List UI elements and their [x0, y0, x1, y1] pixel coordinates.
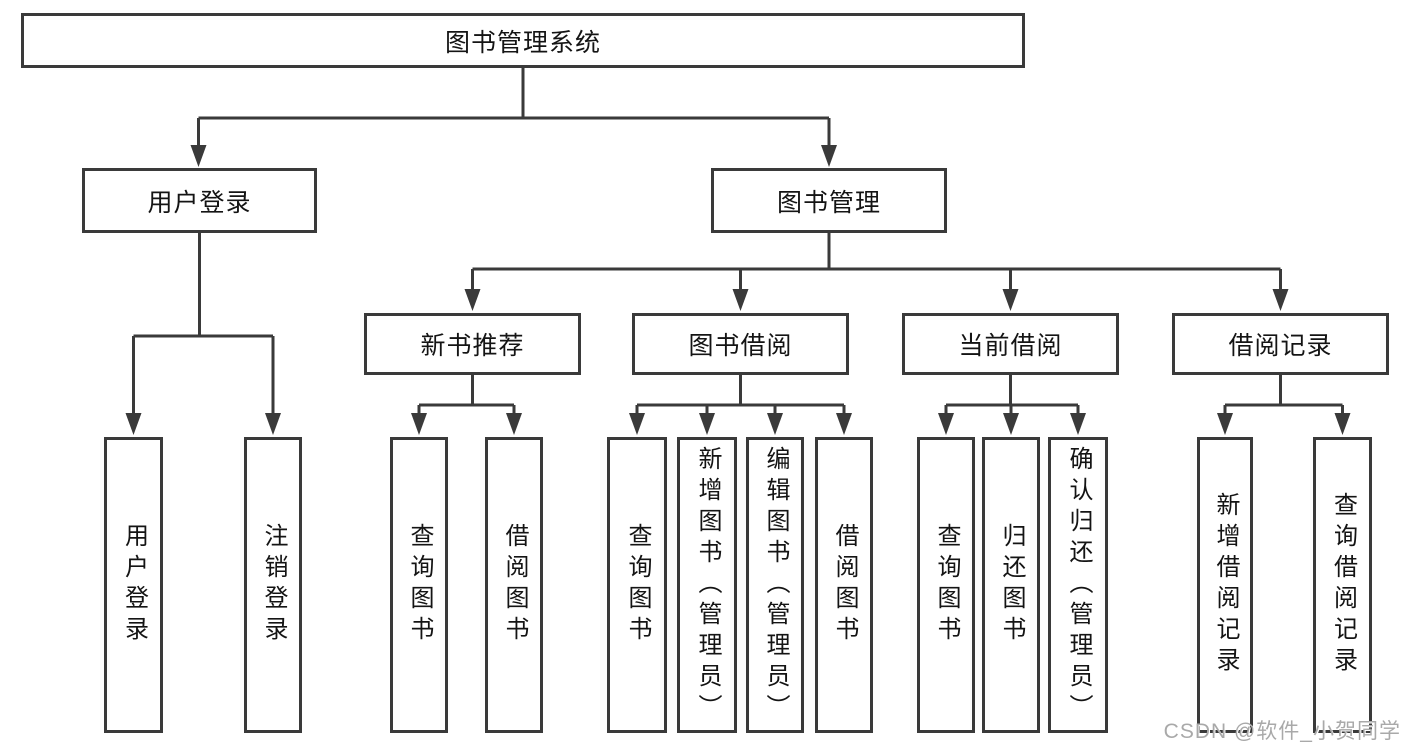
leaf-add-borrow-record-label: 新增借阅记录 [1212, 492, 1239, 678]
leaf-query-books-borrow-label: 查询图书 [624, 523, 651, 647]
node-new-book-recommend: 新书推荐 [364, 313, 581, 375]
node-book-management: 图书管理 [711, 168, 947, 233]
csdn-watermark: CSDN @软件_小贺同学 [1163, 720, 1401, 743]
leaf-user-login-label: 用户登录 [120, 523, 148, 647]
leaf-query-books-borrow: 查询图书 [607, 437, 667, 733]
leaf-borrow-books-recommend: 借阅图书 [485, 437, 543, 733]
node-current-borrow: 当前借阅 [902, 313, 1119, 375]
leaf-add-books-admin: 新增图书（管理员） [677, 437, 737, 733]
leaf-query-books-current: 查询图书 [917, 437, 975, 733]
leaf-user-login: 用户登录 [104, 437, 163, 733]
leaf-query-books-recommend-label: 查询图书 [406, 523, 433, 647]
leaf-return-books: 归还图书 [982, 437, 1040, 733]
node-book-management-label: 图书管理 [776, 188, 881, 217]
leaf-query-books-recommend: 查询图书 [390, 437, 448, 733]
leaf-edit-books-admin: 编辑图书（管理员） [746, 437, 804, 733]
node-new-book-recommend-label: 新书推荐 [420, 332, 525, 360]
connector-new-book-children [411, 375, 522, 435]
node-library-system-label: 图书管理系统 [444, 28, 601, 57]
leaf-add-borrow-record: 新增借阅记录 [1197, 437, 1253, 733]
leaf-query-books-current-label: 查询图书 [933, 523, 960, 647]
connector-root-to-level2 [190, 68, 837, 167]
node-current-borrow-label: 当前借阅 [958, 332, 1063, 360]
connector-user-login-children [125, 233, 281, 435]
node-borrow-record-label: 借阅记录 [1228, 332, 1333, 360]
leaf-confirm-return-admin: 确认归还（管理员） [1048, 437, 1108, 733]
connector-book-borrow-children [629, 375, 852, 435]
leaf-add-books-admin-label: 新增图书（管理员） [694, 445, 721, 725]
leaf-borrow-books: 借阅图书 [815, 437, 873, 733]
connector-current-borrow-children [938, 375, 1086, 435]
leaf-edit-books-admin-label: 编辑图书（管理员） [762, 445, 789, 725]
connector-book-management-children [464, 233, 1289, 311]
leaf-query-borrow-record-label: 查询借阅记录 [1329, 492, 1357, 678]
leaf-logout: 注销登录 [244, 437, 302, 733]
node-user-login-label: 用户登录 [147, 188, 252, 217]
connector-borrow-record-children [1217, 375, 1351, 435]
leaf-return-books-label: 归还图书 [998, 523, 1025, 647]
leaf-logout-label: 注销登录 [260, 523, 287, 647]
leaf-confirm-return-admin-label: 确认归还（管理员） [1065, 445, 1092, 725]
node-borrow-record: 借阅记录 [1172, 313, 1389, 375]
leaf-query-borrow-record: 查询借阅记录 [1313, 437, 1372, 733]
node-book-borrow: 图书借阅 [632, 313, 849, 375]
node-library-system: 图书管理系统 [21, 13, 1025, 68]
node-book-borrow-label: 图书借阅 [688, 332, 793, 360]
node-user-login: 用户登录 [82, 168, 317, 233]
leaf-borrow-books-recommend-label: 借阅图书 [501, 523, 528, 647]
leaf-borrow-books-label: 借阅图书 [831, 523, 858, 647]
